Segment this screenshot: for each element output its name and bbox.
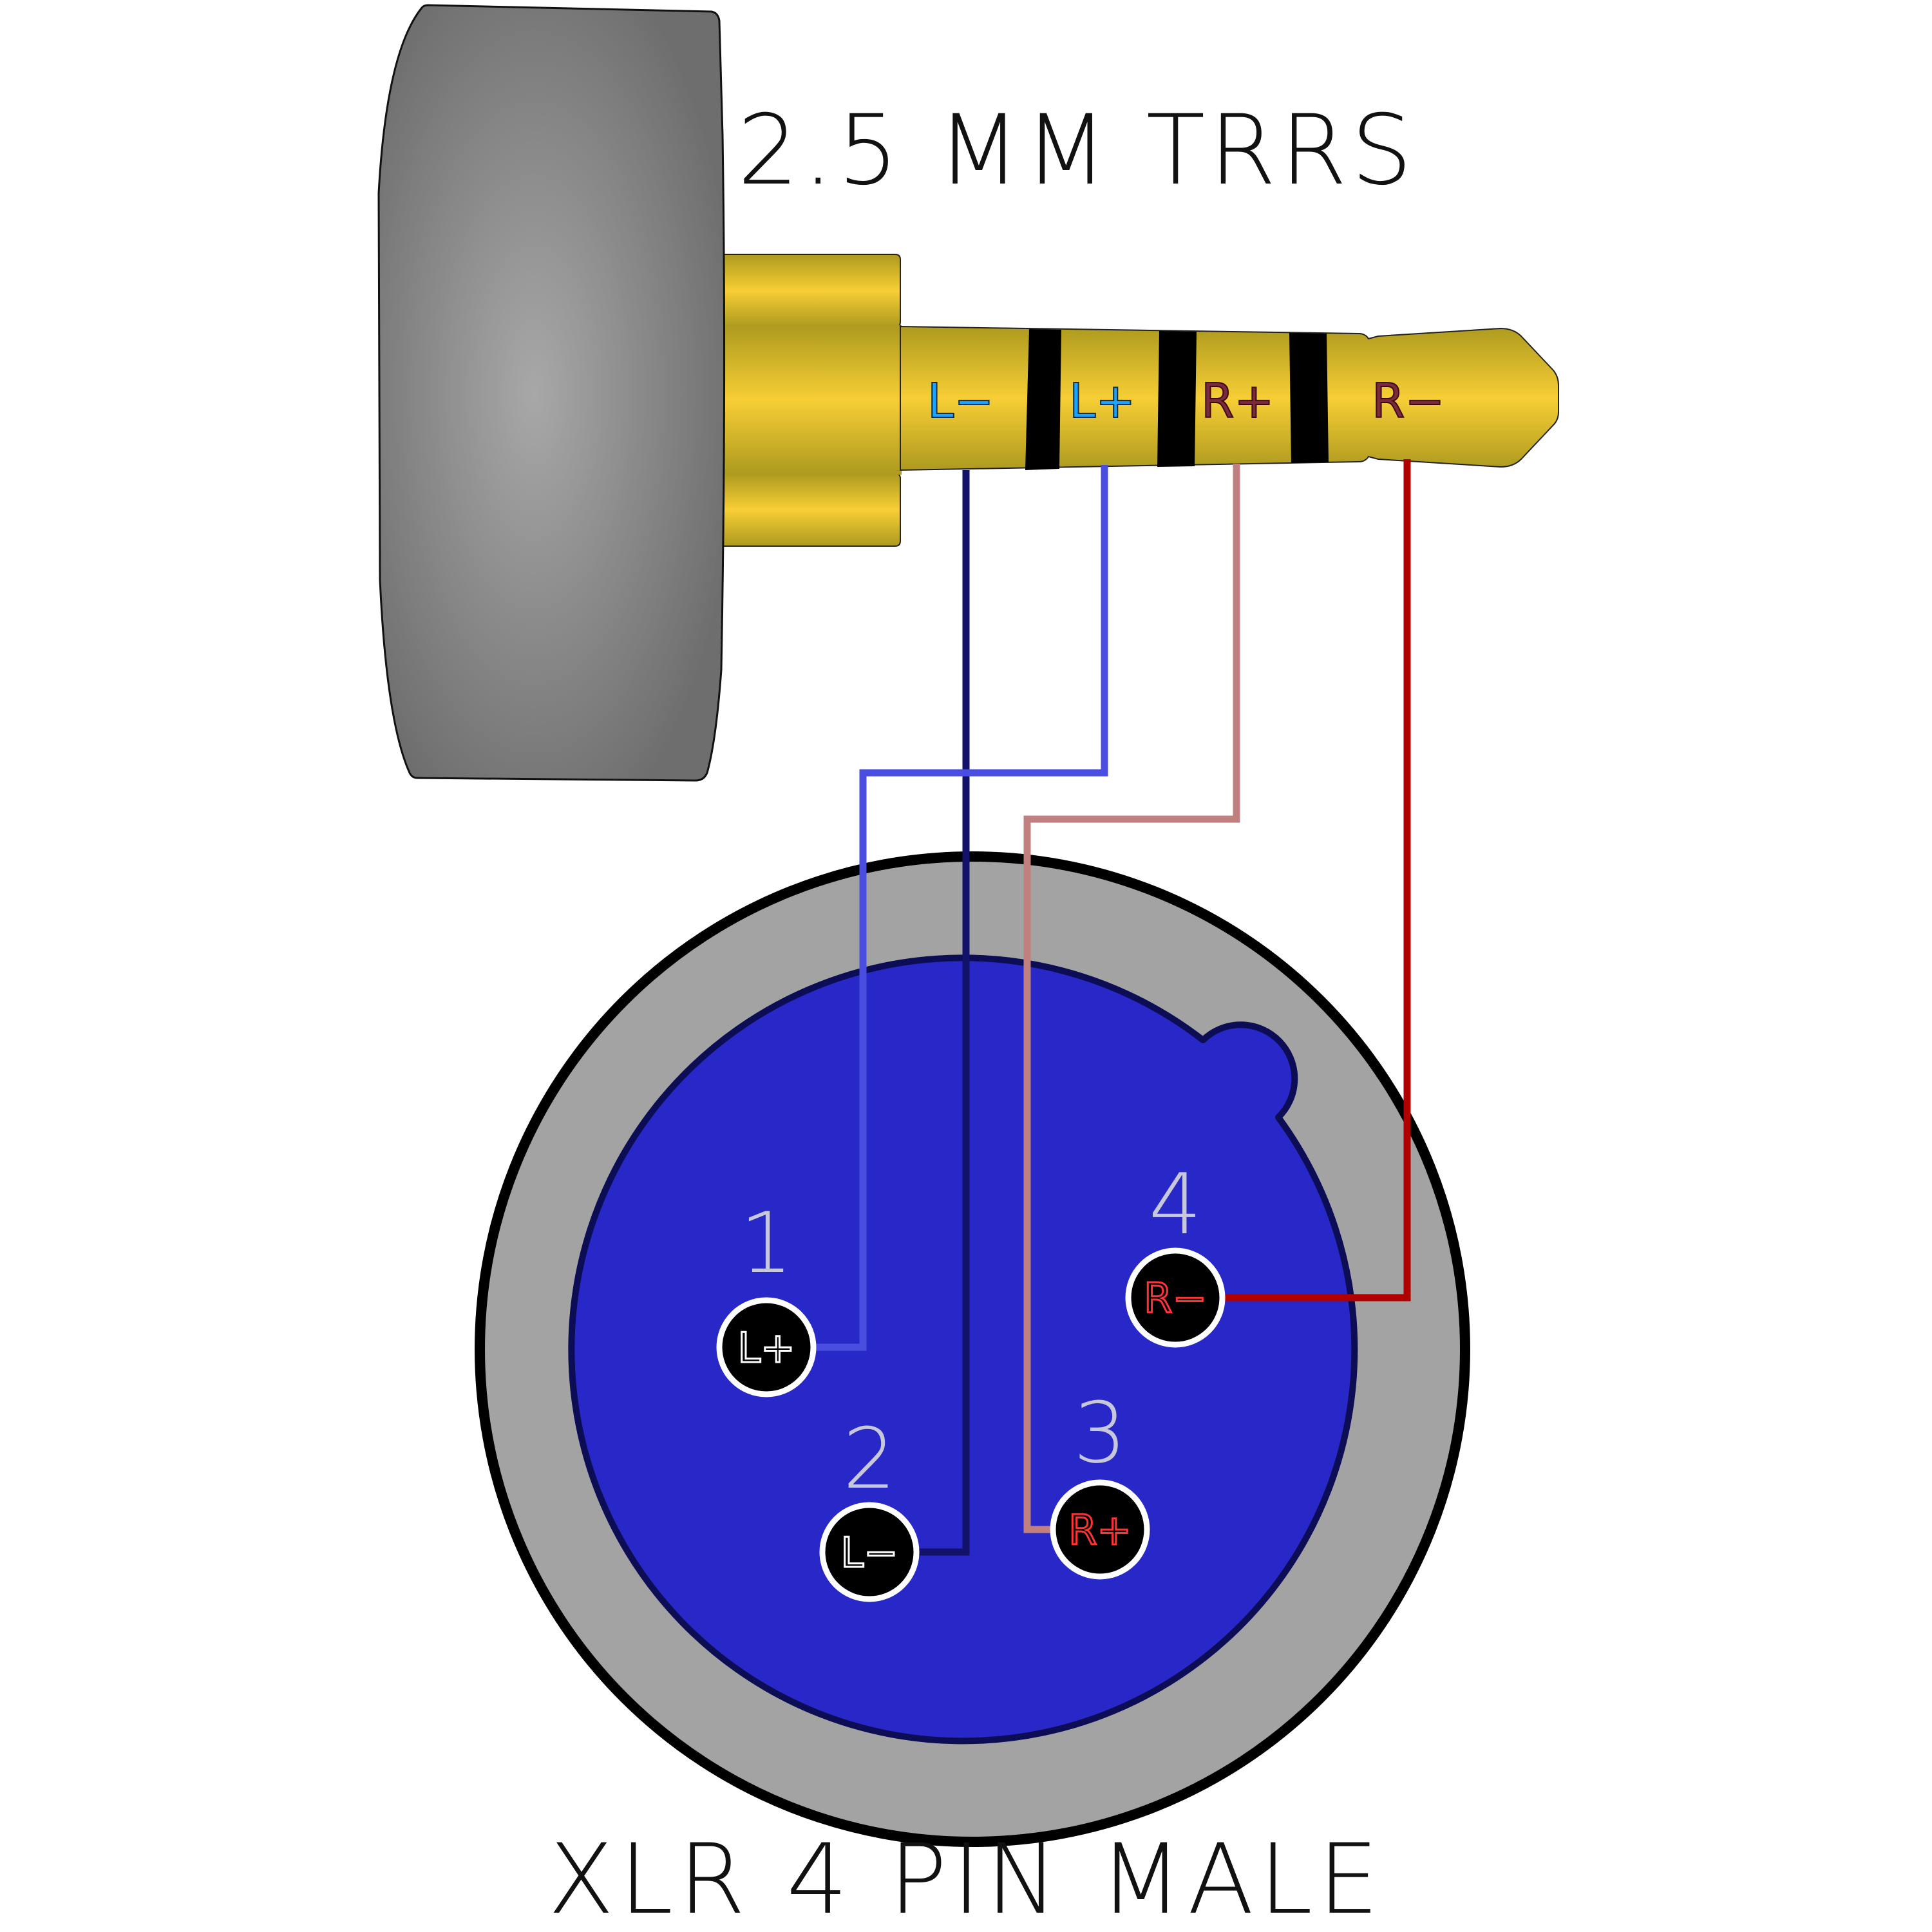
xlr-pin-4: R− 4 xyxy=(1125,1155,1226,1348)
xlr-pin-2-number: 2 xyxy=(843,1410,896,1508)
plug-collar-lower xyxy=(708,473,901,547)
xlr-pin-3: R+ 3 xyxy=(1050,1384,1150,1580)
diagram-footer: XLR 4 PIN MALE xyxy=(548,1824,1384,1932)
plug-band-1 xyxy=(1025,329,1061,470)
xlr-pin-3-label: R+ xyxy=(1068,1507,1132,1555)
xlr-pin-3-number: 3 xyxy=(1074,1384,1127,1482)
diagram-title: 2.5 MM TRRS xyxy=(737,95,1416,207)
xlr-pin-2-label: L− xyxy=(840,1530,898,1577)
plug-body xyxy=(377,4,726,782)
wire-l-plus xyxy=(808,465,1108,1351)
plug-band-3 xyxy=(1289,333,1329,463)
plug-collar xyxy=(708,254,901,328)
plug-label-r-minus: R− xyxy=(1372,374,1444,429)
plug-sleeve xyxy=(708,325,902,475)
xlr-pin-1: L+ 1 xyxy=(716,1194,817,1397)
plug-label-r-plus: R+ xyxy=(1201,374,1274,429)
plug-label-l-minus: L− xyxy=(927,374,994,429)
xlr-pin-1-number: 1 xyxy=(740,1194,793,1292)
wire-l-minus xyxy=(916,470,970,1556)
xlr-pin-2: L− 2 xyxy=(819,1410,920,1602)
xlr-pin-1-label: L+ xyxy=(737,1325,795,1372)
wire-r-plus xyxy=(1023,464,1240,1533)
plug-band-2 xyxy=(1157,331,1197,467)
xlr-pin-4-number: 4 xyxy=(1149,1155,1202,1253)
plug-shaft xyxy=(900,325,1559,471)
plug-label-l-plus: L+ xyxy=(1069,374,1135,429)
xlr-pin-4-label: R− xyxy=(1144,1275,1207,1323)
wire-r-minus xyxy=(1220,459,1411,1302)
